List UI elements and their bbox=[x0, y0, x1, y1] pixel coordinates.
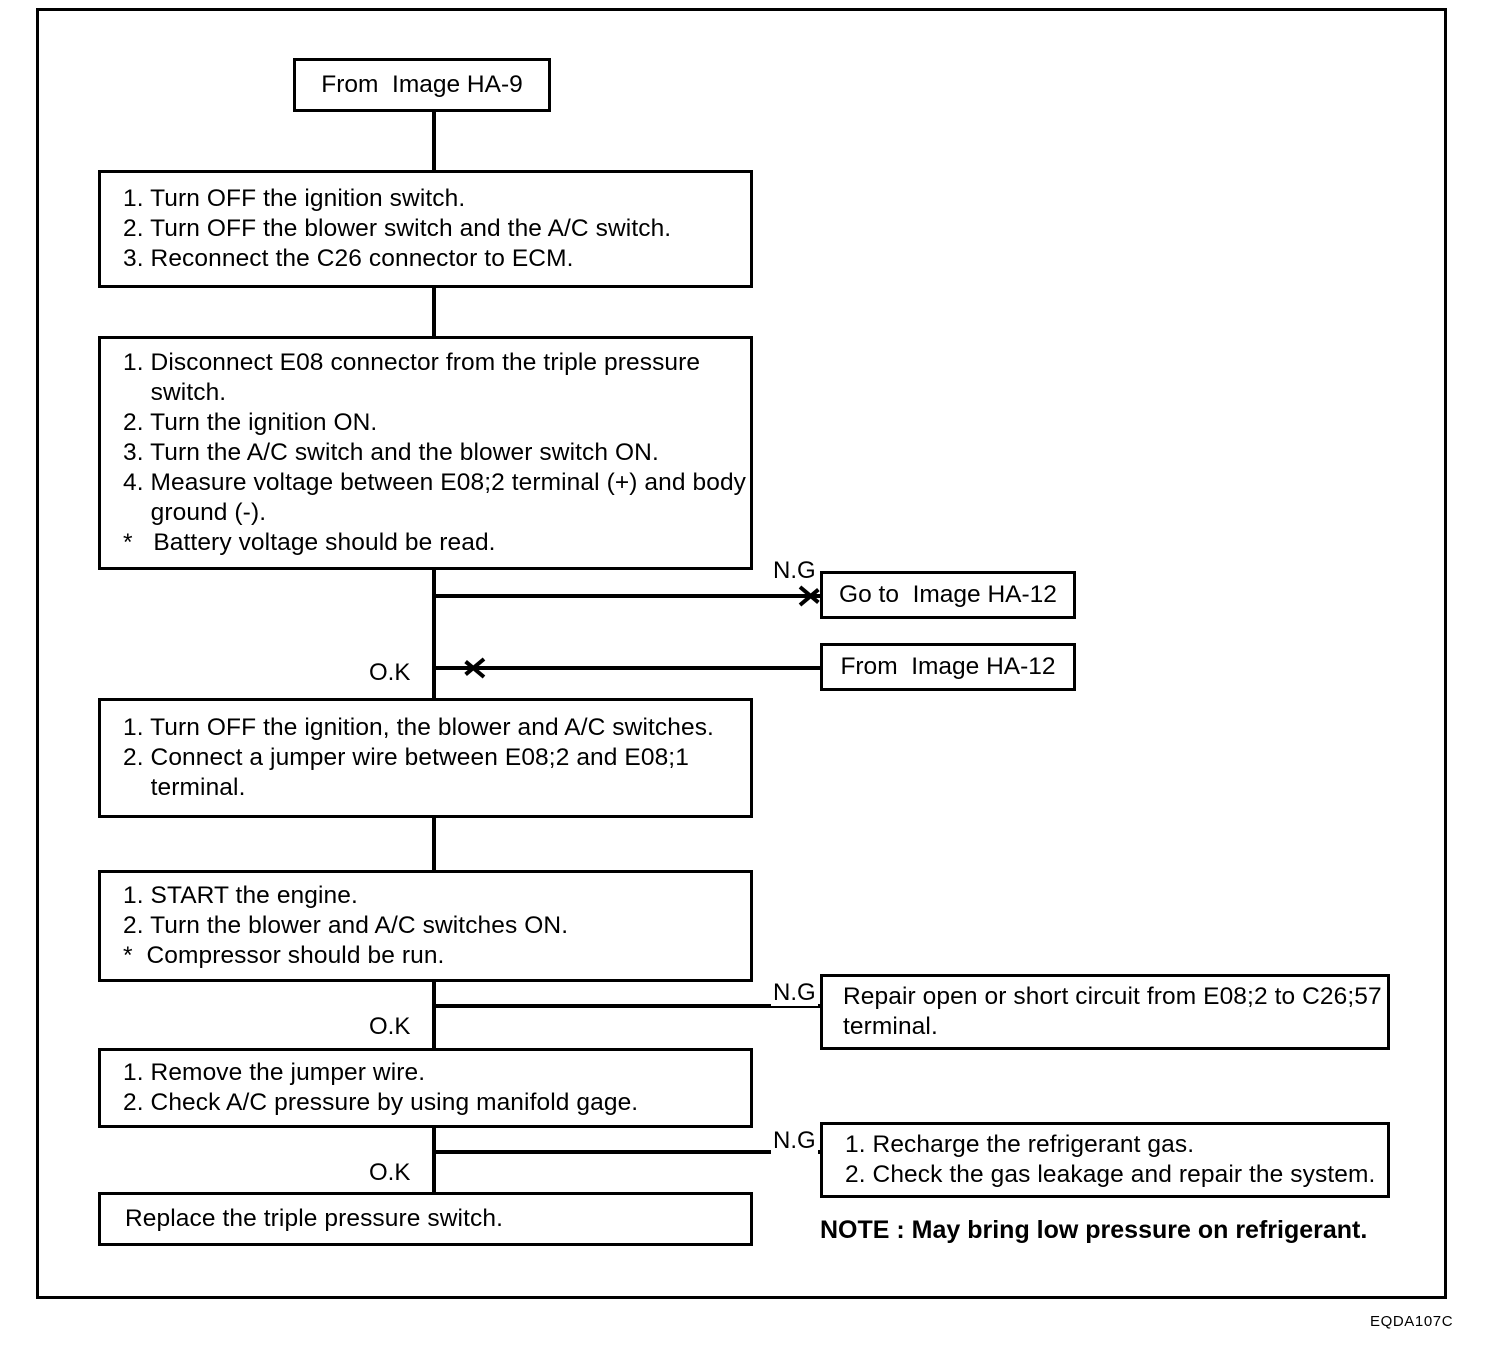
step-line: 1. Remove the jumper wire. bbox=[123, 1059, 426, 1086]
node-repair-circuit[interactable]: Repair open or short circuit from E08;2 … bbox=[820, 974, 1390, 1050]
edge-label-ok-1: O.K bbox=[367, 659, 413, 686]
step-line: 2. Turn OFF the blower switch and the A/… bbox=[123, 215, 672, 242]
connector-step5-spine bbox=[432, 1128, 436, 1192]
connector-step3-to-step4 bbox=[432, 818, 436, 870]
node-from-ha12[interactable]: From Image HA-12 bbox=[820, 643, 1076, 691]
node-step4-text: 1. START the engine. 2. Turn the blower … bbox=[123, 881, 742, 971]
node-step3-text: 1. Turn OFF the ignition, the blower and… bbox=[123, 713, 742, 803]
step-line: 2. Check the gas leakage and repair the … bbox=[845, 1161, 1376, 1188]
node-step1-text: 1. Turn OFF the ignition switch. 2. Turn… bbox=[123, 184, 742, 274]
edge-label-ng-1: N.G bbox=[771, 557, 818, 584]
note-text: NOTE : May bring low pressure on refrige… bbox=[820, 1216, 1368, 1244]
node-final-replace-switch[interactable]: Replace the triple pressure switch. bbox=[98, 1192, 753, 1246]
step-line: 3. Turn the A/C switch and the blower sw… bbox=[123, 439, 659, 466]
step-line: 1. Turn OFF the ignition switch. bbox=[123, 185, 466, 212]
node-repair-circuit-text: Repair open or short circuit from E08;2 … bbox=[843, 982, 1382, 1042]
node-step2-text: 1. Disconnect E08 connector from the tri… bbox=[123, 348, 747, 558]
node-recharge-refrigerant[interactable]: 1. Recharge the refrigerant gas. 2. Chec… bbox=[820, 1122, 1390, 1198]
step-line: 1. Recharge the refrigerant gas. bbox=[845, 1131, 1195, 1158]
node-step5[interactable]: 1. Remove the jumper wire. 2. Check A/C … bbox=[98, 1048, 753, 1128]
arrowhead-right-goto-ha12 bbox=[798, 582, 826, 608]
step-line: * Battery voltage should be read. bbox=[123, 529, 496, 556]
step-line: terminal. bbox=[123, 774, 246, 801]
connector-entry-to-step1 bbox=[432, 110, 436, 172]
figure-code: EQDA107C bbox=[1370, 1313, 1454, 1330]
node-from-ha12-label: From Image HA-12 bbox=[840, 653, 1056, 680]
step-line: switch. bbox=[123, 379, 227, 406]
step-line: 4. Measure voltage between E08;2 termina… bbox=[123, 469, 747, 496]
node-final-text: Replace the triple pressure switch. bbox=[125, 1204, 744, 1234]
node-step4[interactable]: 1. START the engine. 2. Turn the blower … bbox=[98, 870, 753, 982]
node-goto-ha12[interactable]: Go to Image HA-12 bbox=[820, 571, 1076, 619]
node-goto-ha12-label: Go to Image HA-12 bbox=[839, 581, 1057, 608]
node-step1[interactable]: 1. Turn OFF the ignition switch. 2. Turn… bbox=[98, 170, 753, 288]
node-recharge-text: 1. Recharge the refrigerant gas. 2. Chec… bbox=[845, 1130, 1379, 1190]
node-step2[interactable]: 1. Disconnect E08 connector from the tri… bbox=[98, 336, 753, 570]
node-entry-from-ha9[interactable]: From Image HA-9 bbox=[293, 58, 551, 112]
connector-ng-to-recharge bbox=[434, 1150, 822, 1154]
connector-ng-to-repair-circuit bbox=[434, 1004, 822, 1008]
step-line: 2. Connect a jumper wire between E08;2 a… bbox=[123, 744, 689, 771]
node-step3[interactable]: 1. Turn OFF the ignition, the blower and… bbox=[98, 698, 753, 818]
page-border bbox=[36, 8, 1447, 1299]
step-line: 1. Turn OFF the ignition, the blower and… bbox=[123, 714, 714, 741]
edge-label-ng-2: N.G bbox=[771, 979, 818, 1006]
connector-step4-spine bbox=[432, 982, 436, 1048]
step-line: 2. Turn the ignition ON. bbox=[123, 409, 378, 436]
step-line: terminal. bbox=[843, 1013, 938, 1040]
node-step5-text: 1. Remove the jumper wire. 2. Check A/C … bbox=[123, 1058, 742, 1118]
arrowhead-left-from-ha12 bbox=[434, 654, 486, 680]
node-entry-label: From Image HA-9 bbox=[321, 71, 523, 98]
connector-ng-to-goto-ha12 bbox=[434, 594, 822, 598]
step-line: 1. Disconnect E08 connector from the tri… bbox=[123, 349, 701, 376]
connector-step1-to-step2 bbox=[432, 286, 436, 336]
edge-label-ok-3: O.K bbox=[367, 1159, 413, 1186]
step-line: Repair open or short circuit from E08;2 … bbox=[843, 983, 1382, 1010]
connector-from-ha12-to-spine bbox=[434, 666, 822, 670]
connector-step2-spine bbox=[432, 568, 436, 698]
step-line: 3. Reconnect the C26 connector to ECM. bbox=[123, 245, 574, 272]
step-line: 1. START the engine. bbox=[123, 882, 358, 909]
step-line: 2. Turn the blower and A/C switches ON. bbox=[123, 912, 569, 939]
step-line: * Compressor should be run. bbox=[123, 942, 445, 969]
edge-label-ok-2: O.K bbox=[367, 1013, 413, 1040]
step-line: Replace the triple pressure switch. bbox=[125, 1205, 503, 1232]
step-line: 2. Check A/C pressure by using manifold … bbox=[123, 1089, 639, 1116]
step-line: ground (-). bbox=[123, 499, 267, 526]
edge-label-ng-3: N.G bbox=[771, 1127, 818, 1154]
